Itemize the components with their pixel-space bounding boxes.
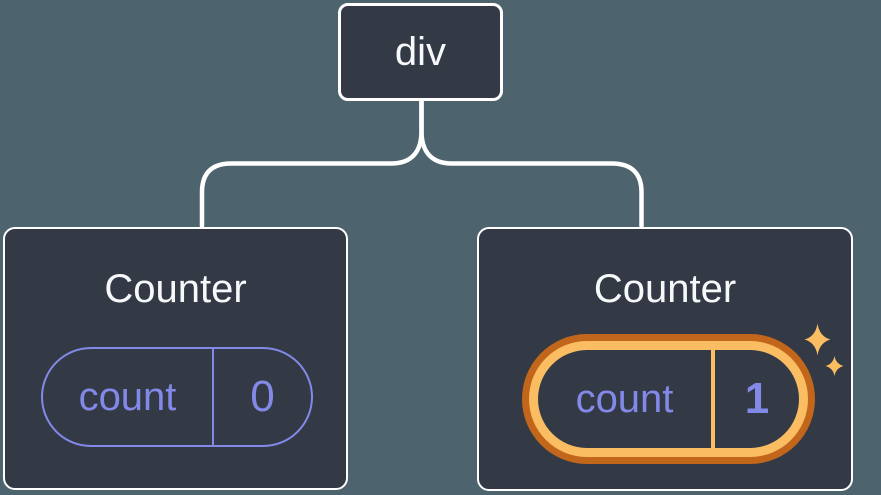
state-value: 0 bbox=[250, 372, 275, 421]
state-pill: count 0 bbox=[41, 347, 313, 447]
component-title: Counter bbox=[593, 267, 737, 311]
pill-divider bbox=[711, 350, 715, 448]
root-node-div: div bbox=[338, 3, 503, 101]
state-value: 1 bbox=[744, 374, 770, 423]
component-title: Counter bbox=[104, 267, 247, 311]
connector-right-branch bbox=[419, 96, 644, 229]
highlighted-state-pill: count 1 bbox=[522, 334, 815, 464]
highlight-ring: count 1 bbox=[529, 341, 808, 457]
counter-node-left: Counter count 0 bbox=[3, 227, 348, 490]
connector-left-branch bbox=[199, 96, 424, 229]
state-key-label: count bbox=[78, 374, 177, 419]
sparkle-large bbox=[804, 323, 831, 356]
state-pill: count 1 bbox=[538, 350, 799, 448]
state-key-label: count bbox=[575, 376, 674, 421]
pill-divider bbox=[212, 349, 214, 445]
sparkles-icon bbox=[804, 323, 844, 376]
sparkle-small bbox=[825, 356, 844, 376]
counter-node-right: Counter count 1 bbox=[477, 227, 853, 491]
root-node-label: div bbox=[394, 29, 447, 74]
